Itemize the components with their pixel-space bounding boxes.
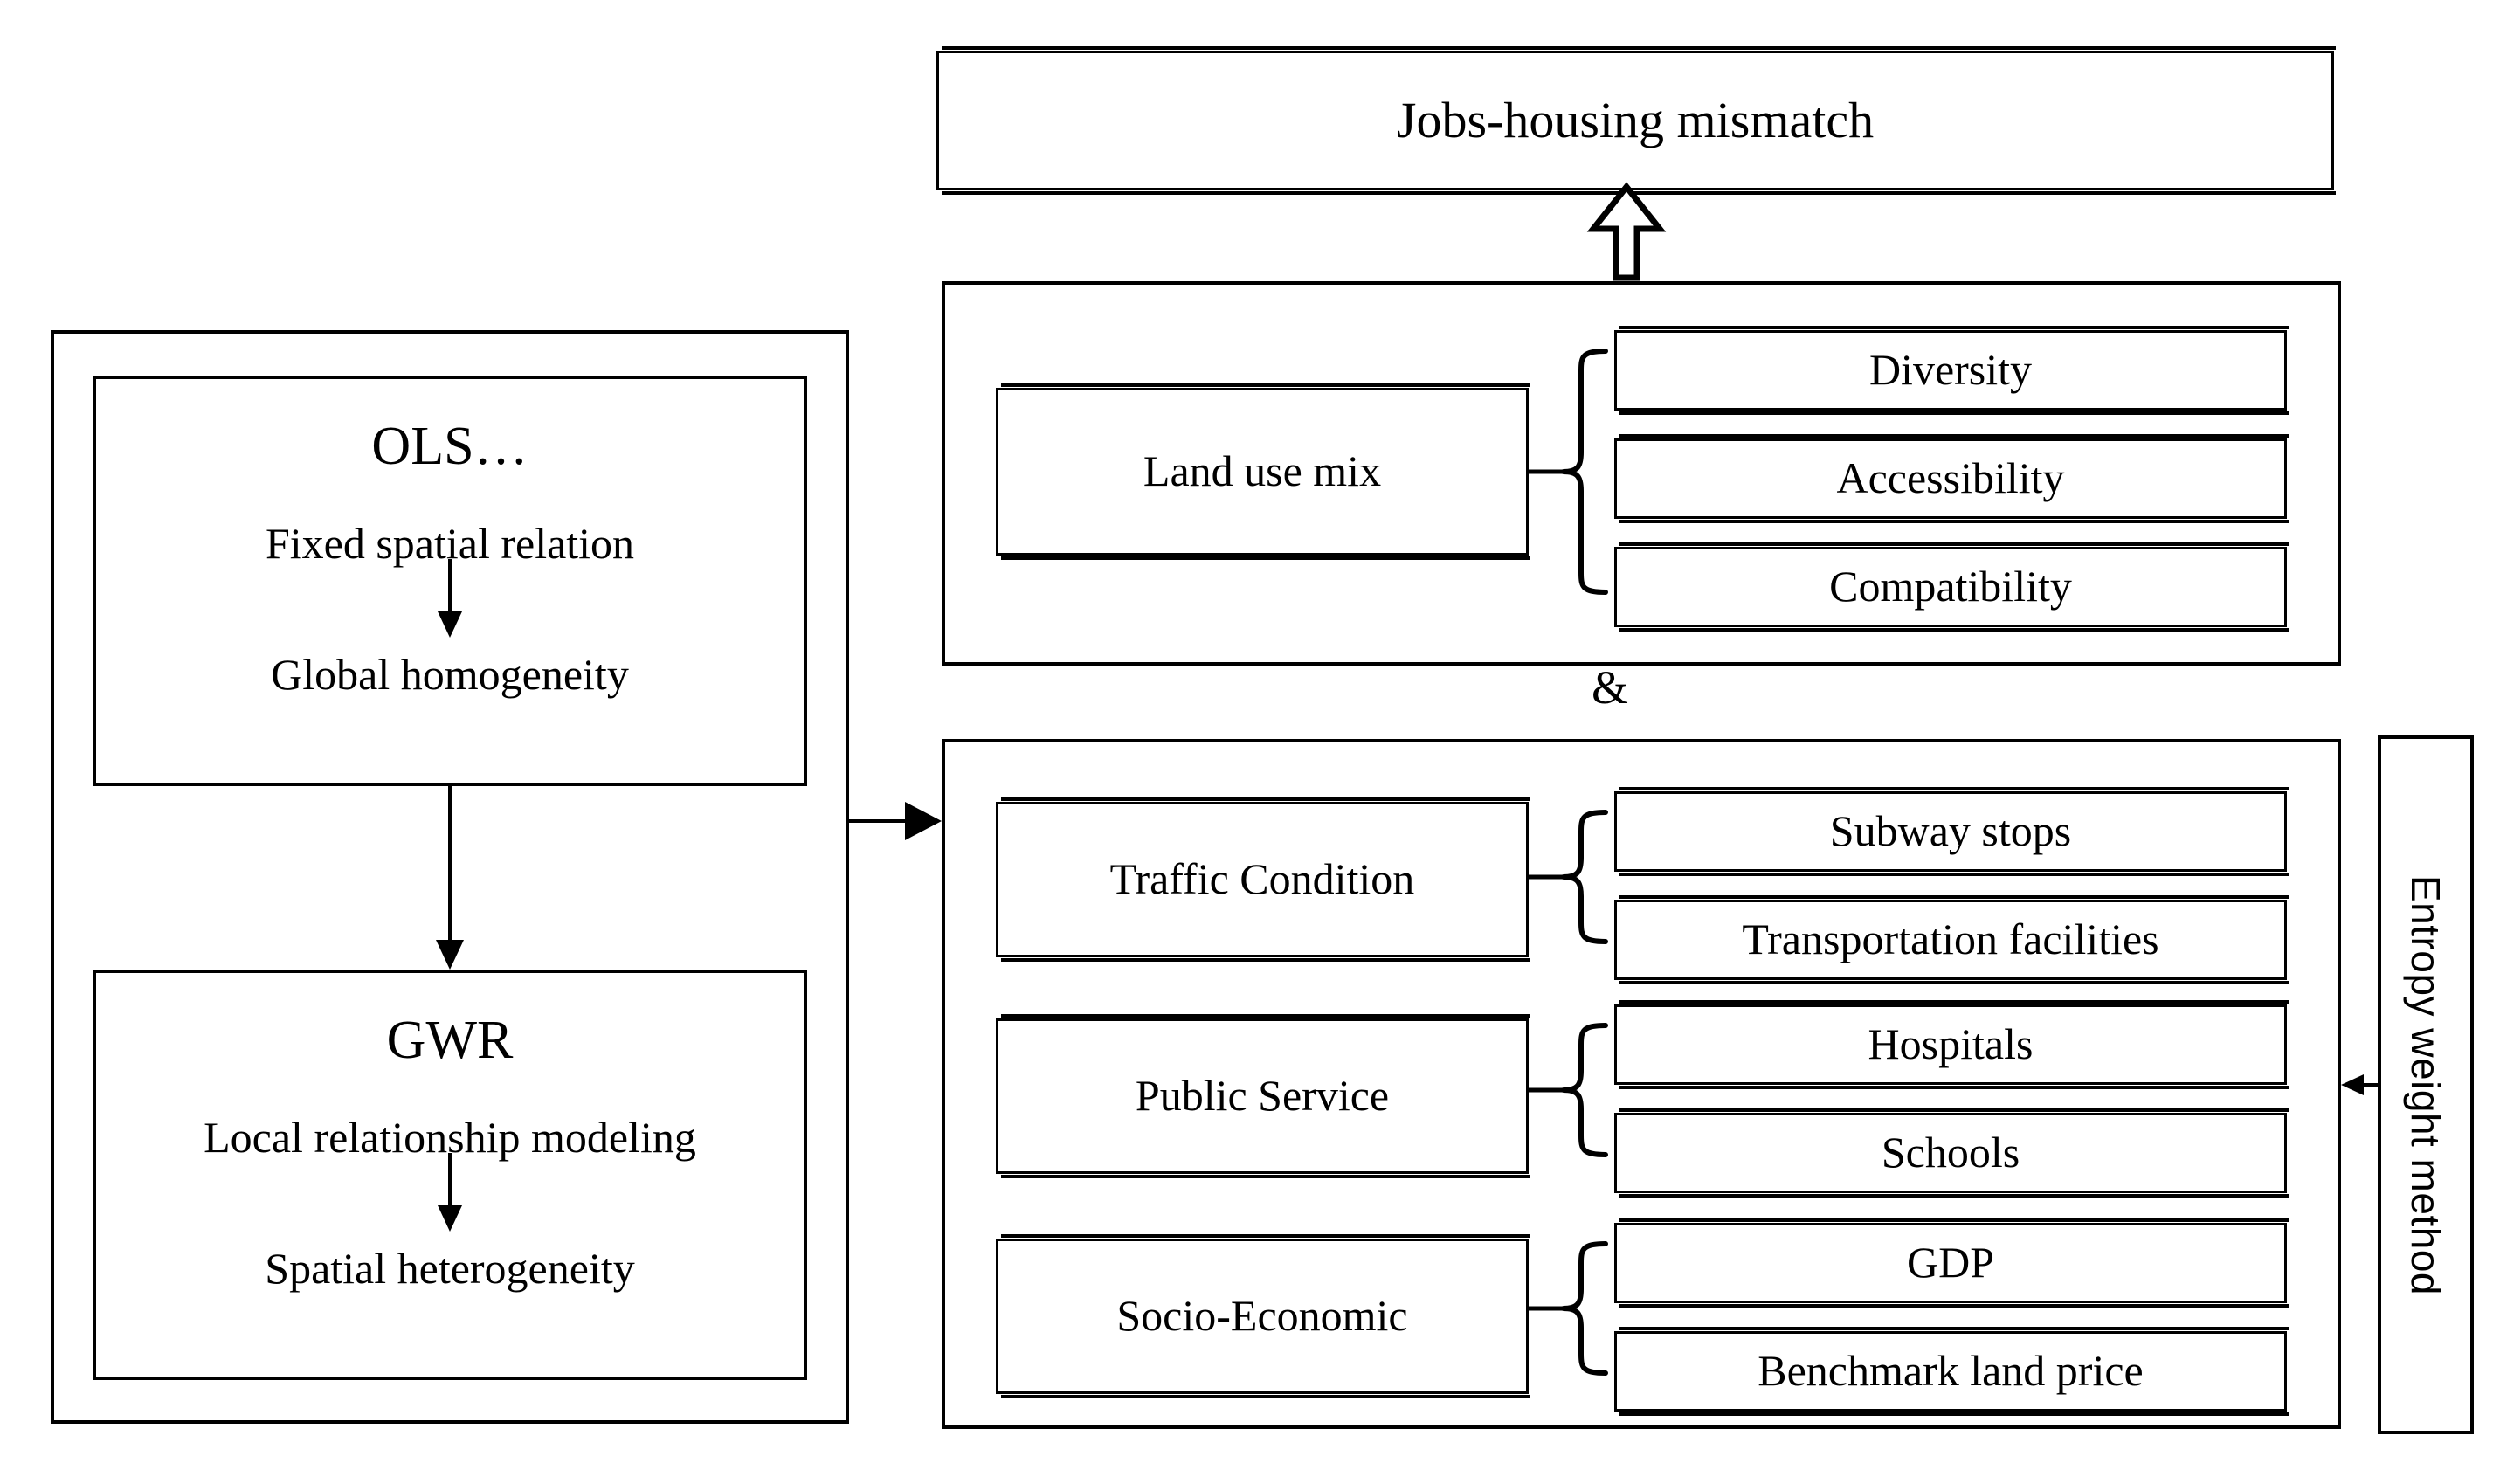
title-box-jobs-housing-mismatch: Jobs-housing mismatch	[936, 46, 2336, 195]
category-label-socio-economic: Socio-Economic	[1116, 1291, 1408, 1341]
sub-box-subway-stops: Subway stops	[1614, 787, 2289, 876]
model-heading-ols: OLS…	[371, 417, 528, 476]
model-line-gwr-1: Local relationship modeling	[204, 1113, 696, 1162]
category-box-traffic-condition: Traffic Condition	[996, 797, 1530, 962]
category-box-land-use-mix: Land use mix	[996, 383, 1530, 560]
category-box-public-service: Public Service	[996, 1014, 1530, 1178]
sub-label-schools: Schools	[1881, 1128, 2020, 1177]
sub-box-accessibility: Accessibility	[1614, 434, 2289, 523]
sub-label-diversity: Diversity	[1868, 345, 2033, 395]
category-label-traffic-condition: Traffic Condition	[1109, 854, 1415, 904]
sub-label-gdp: GDP	[1906, 1238, 1995, 1287]
sub-box-benchmark-land-price: Benchmark land price	[1614, 1327, 2289, 1416]
sub-box-diversity: Diversity	[1614, 326, 2289, 415]
sub-label-benchmark-land-price: Benchmark land price	[1758, 1346, 2144, 1396]
model-line-gwr-2: Spatial heterogeneity	[265, 1244, 635, 1293]
combiner-ampersand: &	[1592, 661, 1629, 714]
category-box-socio-economic: Socio-Economic	[996, 1234, 1530, 1398]
left-arrow-icon-entropy	[2341, 1074, 2378, 1095]
sub-label-subway-stops: Subway stops	[1829, 806, 2072, 856]
sub-label-transportation-facilities: Transportation facilities	[1742, 915, 2159, 964]
model-line-ols-2: Global homogeneity	[271, 650, 629, 699]
sub-box-schools: Schools	[1614, 1108, 2289, 1198]
category-label-land-use-mix: Land use mix	[1143, 446, 1382, 496]
model-heading-gwr: GWR	[386, 1011, 514, 1070]
sub-box-gdp: GDP	[1614, 1218, 2289, 1308]
title-box-label: Jobs-housing mismatch	[1396, 91, 1875, 148]
category-label-public-service: Public Service	[1135, 1071, 1390, 1121]
model-box-ols: OLS… Fixed spatial relation Global homog…	[93, 376, 807, 786]
sub-box-hospitals: Hospitals	[1614, 1000, 2289, 1089]
sub-box-transportation-facilities: Transportation facilities	[1614, 895, 2289, 984]
model-line-ols-1: Fixed spatial relation	[265, 519, 635, 568]
entropy-weight-method-box: Entropy weight method	[2378, 735, 2474, 1434]
right-arrow-icon-left-to-lower	[849, 802, 942, 840]
sub-box-compatibility: Compatibility	[1614, 542, 2289, 632]
hollow-up-arrow-icon	[1586, 182, 1667, 281]
model-box-gwr: GWR Local relationship modeling Spatial …	[93, 970, 807, 1380]
sub-label-compatibility: Compatibility	[1829, 562, 2072, 611]
sub-label-accessibility: Accessibility	[1836, 453, 2065, 503]
entropy-weight-method-label: Entropy weight method	[2403, 874, 2448, 1295]
sub-label-hospitals: Hospitals	[1868, 1019, 2034, 1069]
